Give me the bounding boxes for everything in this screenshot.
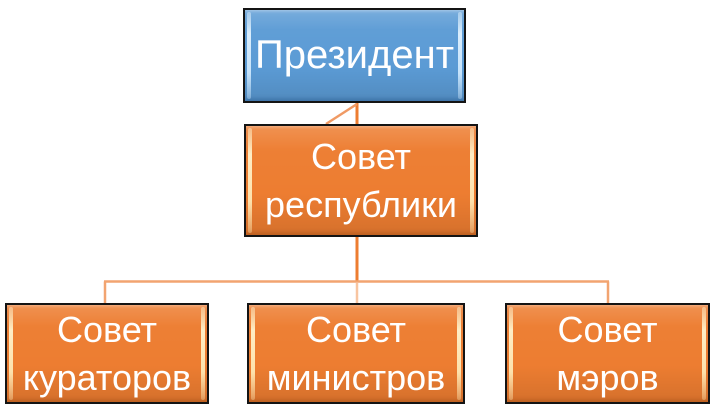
org-node-president-label: Президент — [254, 33, 455, 78]
connector-president-republic-diagonal — [325, 102, 358, 126]
org-node-council-curators[interactable]: Совет кураторов — [5, 303, 209, 404]
org-node-council-mayors[interactable]: Совет мэров — [505, 303, 710, 404]
org-node-council-mayors-label: Совет мэров — [556, 308, 659, 398]
org-node-council-republic-label: Совет республики — [265, 135, 457, 225]
org-node-council-ministers[interactable]: Совет министров — [247, 303, 465, 404]
org-node-council-ministers-label: Совет министров — [266, 308, 446, 398]
org-node-council-curators-label: Совет кураторов — [22, 308, 192, 398]
org-node-president[interactable]: Президент — [243, 8, 466, 103]
org-node-council-republic[interactable]: Совет республики — [244, 124, 478, 237]
